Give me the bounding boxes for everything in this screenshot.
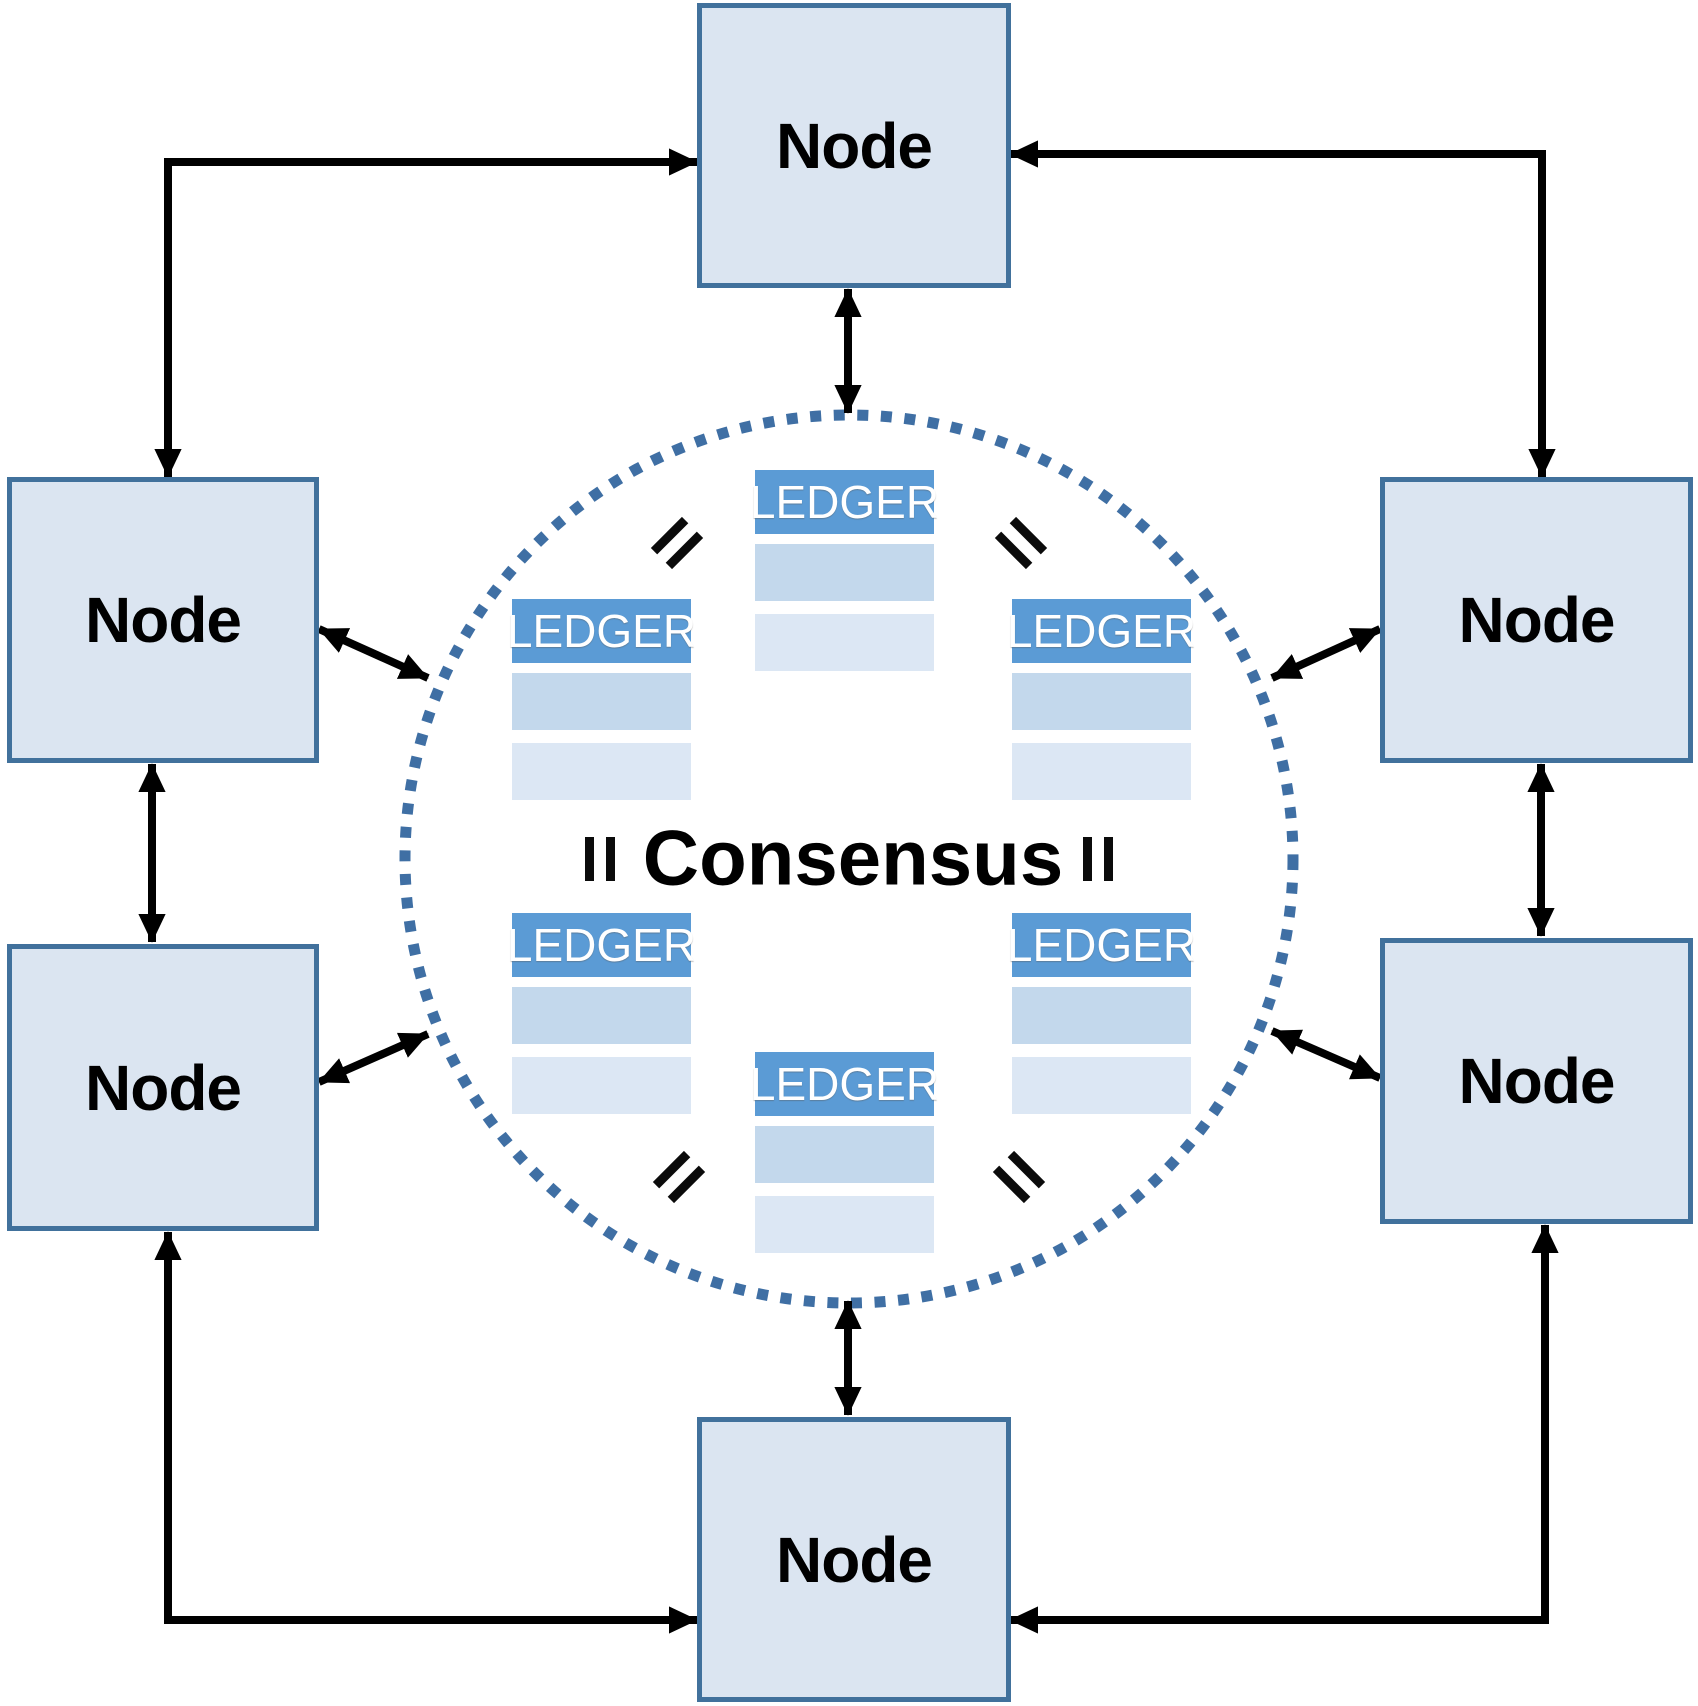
- ledger-row: [755, 1196, 934, 1253]
- ledger-header: LEDGER: [507, 599, 696, 663]
- ledger-row: [512, 743, 691, 800]
- arrow-right-lower-node-to-circle: [1270, 1027, 1382, 1082]
- ledger-row: [512, 1057, 691, 1114]
- arrow-corner-top-left: [154, 148, 698, 478]
- ledger-row: [755, 544, 934, 601]
- ledger-row: [755, 1126, 934, 1183]
- ledger-row: [755, 614, 934, 671]
- node-label: Node: [85, 584, 242, 656]
- node-label: Node: [776, 1523, 933, 1596]
- ledger-table-top-center: LEDGER: [750, 470, 939, 671]
- ledger-table-lower-right: LEDGER: [1007, 913, 1196, 1114]
- node-box-right-upper: Node: [1380, 477, 1693, 763]
- ledger-table-lower-left: LEDGER: [507, 913, 696, 1114]
- ledger-header: LEDGER: [750, 470, 939, 534]
- consensus-boundary-circle: [399, 409, 1299, 1309]
- arrow-corner-top-right: [1009, 140, 1556, 478]
- node-box-right-lower: Node: [1380, 938, 1693, 1224]
- consensus-label: Consensus: [642, 813, 1064, 902]
- equals-icon-mid-right: [1083, 837, 1113, 881]
- arrow-corner-bottom-left: [154, 1231, 698, 1634]
- ledger-table-bottom-center: LEDGER: [750, 1052, 939, 1253]
- arrow-left-upper-node-to-circle: [317, 625, 430, 682]
- ledger-row: [1012, 743, 1191, 800]
- ledger-row: [512, 987, 691, 1044]
- node-label: Node: [776, 109, 933, 182]
- node-label: Node: [1458, 1045, 1616, 1117]
- ledger-header: LEDGER: [750, 1052, 939, 1116]
- arrow-left-lower-node-to-circle: [317, 1030, 430, 1086]
- node-box-bottom: Node: [697, 1417, 1011, 1702]
- node-box-left-lower: Node: [7, 944, 319, 1231]
- node-box-left-upper: Node: [7, 477, 319, 763]
- node-label: Node: [1458, 584, 1616, 656]
- ledger-table-mid-right: LEDGER: [1007, 599, 1196, 800]
- equals-icon-mid-left: [585, 837, 615, 881]
- arrow-corner-bottom-right: [1009, 1224, 1559, 1634]
- arrow-right-upper-node-to-circle: [1270, 625, 1382, 682]
- ledger-row: [1012, 1057, 1191, 1114]
- node-label: Node: [85, 1051, 242, 1124]
- ledger-row: [512, 673, 691, 730]
- ledger-header: LEDGER: [507, 913, 696, 977]
- node-box-top: Node: [697, 3, 1011, 288]
- ledger-header: LEDGER: [1007, 599, 1196, 663]
- ledger-row: [1012, 987, 1191, 1044]
- ledger-header: LEDGER: [1007, 913, 1196, 977]
- ledger-table-mid-left: LEDGER: [507, 599, 696, 800]
- ledger-row: [1012, 673, 1191, 730]
